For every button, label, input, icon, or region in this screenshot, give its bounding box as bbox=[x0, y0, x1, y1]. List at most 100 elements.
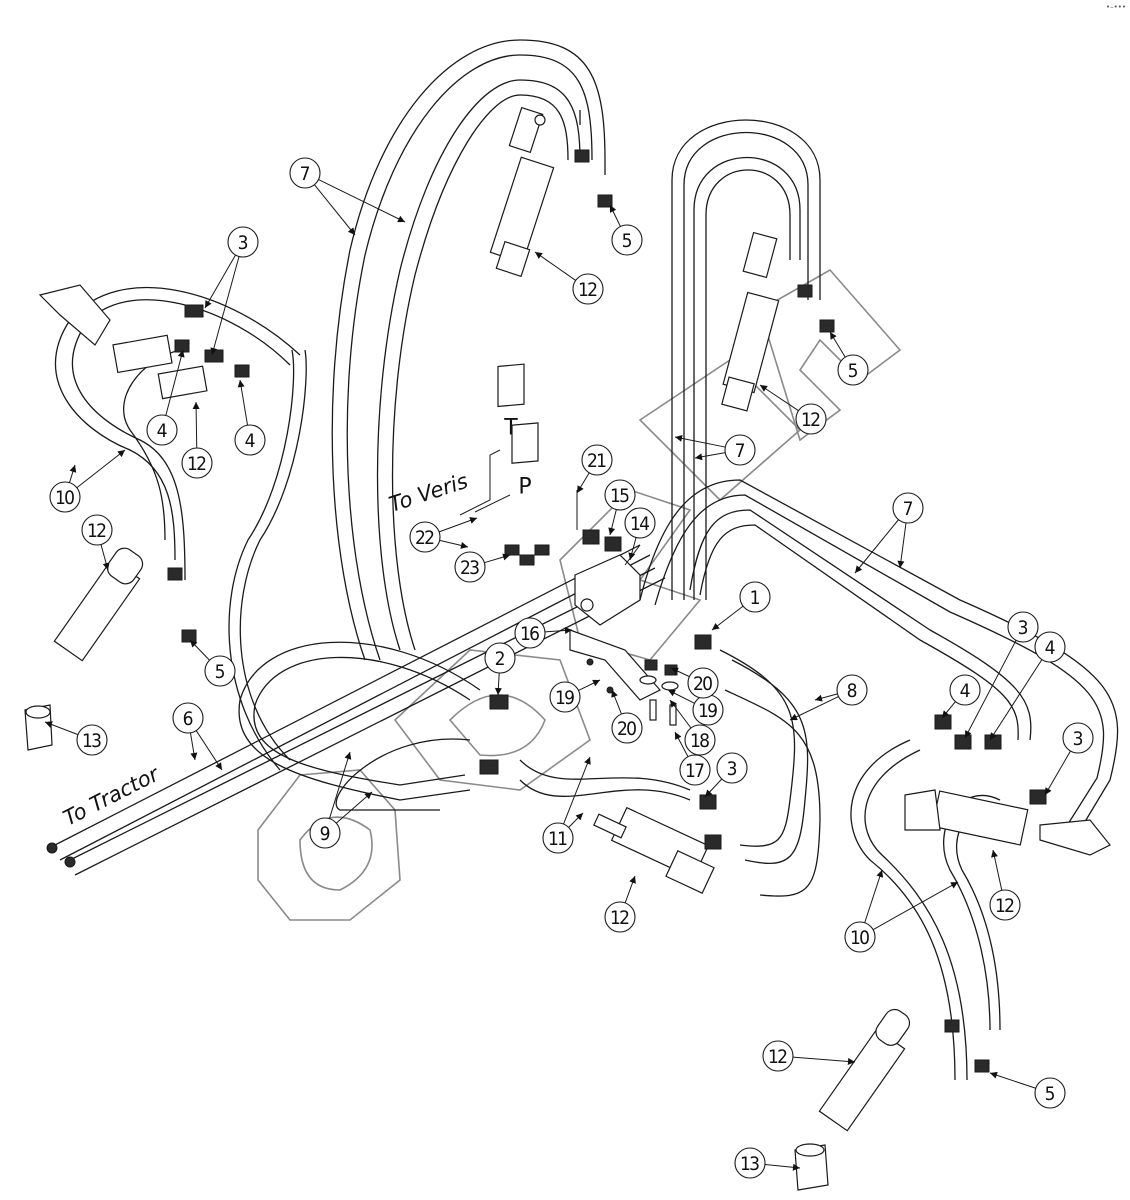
callout-circle bbox=[49, 481, 81, 513]
callout-circle bbox=[454, 551, 486, 583]
callout-number: 12 bbox=[768, 1046, 788, 1068]
callout-number: 3 bbox=[238, 232, 249, 254]
callout-number: 3 bbox=[727, 758, 738, 780]
leader-line bbox=[854, 519, 899, 574]
leader-line bbox=[711, 605, 744, 631]
leader-line bbox=[328, 751, 352, 819]
callout-number: 8 bbox=[847, 680, 858, 702]
callout-15: 15 bbox=[604, 479, 636, 511]
leader-line bbox=[192, 401, 200, 449]
leader-line bbox=[759, 384, 799, 412]
callout-number: 7 bbox=[903, 498, 914, 520]
callout-7: 7 bbox=[289, 157, 321, 189]
leader-line bbox=[568, 812, 584, 828]
callout-circle bbox=[572, 273, 604, 305]
callout-3: 3 bbox=[227, 226, 259, 258]
callout-number: 3 bbox=[1018, 617, 1029, 639]
leader-line bbox=[609, 204, 621, 227]
callout-6: 6 bbox=[172, 702, 204, 734]
leader-line bbox=[704, 778, 723, 798]
callout-circle bbox=[1034, 631, 1066, 663]
callout-3: 3 bbox=[716, 752, 748, 784]
leader-line bbox=[576, 472, 590, 494]
callout-1: 1 bbox=[739, 581, 771, 613]
callout-4: 4 bbox=[146, 414, 178, 446]
callout-number: 5 bbox=[215, 661, 226, 683]
callout-10: 10 bbox=[49, 481, 81, 513]
callout-4: 4 bbox=[234, 424, 266, 456]
callout-circle bbox=[624, 507, 656, 539]
callout-2: 2 bbox=[484, 642, 516, 674]
callout-22: 22 bbox=[409, 521, 441, 553]
callout-12: 12 bbox=[181, 447, 213, 479]
callout-number: 10 bbox=[55, 487, 75, 509]
leader-line bbox=[563, 756, 591, 825]
fittings bbox=[46, 149, 1047, 1073]
callout-number: 16 bbox=[520, 623, 540, 645]
leader-line bbox=[611, 689, 622, 715]
callout-number: 7 bbox=[735, 440, 746, 462]
callout-circle bbox=[581, 444, 613, 476]
leader-line bbox=[494, 672, 502, 696]
corner-mark: •–••• bbox=[1105, 3, 1126, 11]
callout-number: 10 bbox=[850, 927, 870, 949]
callout-circle bbox=[514, 617, 546, 649]
leader-line bbox=[335, 791, 373, 824]
callout-circle bbox=[739, 581, 771, 613]
leader-line bbox=[165, 349, 185, 416]
cylinder-center-bottom bbox=[593, 806, 715, 894]
leader-line bbox=[204, 254, 236, 309]
callout-number: 5 bbox=[848, 360, 859, 382]
callout-13: 13 bbox=[734, 1147, 766, 1179]
callout-circle bbox=[611, 224, 643, 256]
callout-12: 12 bbox=[795, 403, 827, 435]
leader-line bbox=[608, 509, 617, 536]
callout-circle bbox=[309, 817, 341, 849]
callout-8: 8 bbox=[836, 674, 868, 706]
leader-line bbox=[989, 659, 1043, 741]
callout-circle bbox=[679, 754, 711, 786]
callout-number: 13 bbox=[740, 1153, 760, 1175]
leaders bbox=[44, 179, 1071, 1171]
callout-circle bbox=[611, 712, 643, 744]
callout-13: 13 bbox=[76, 724, 108, 756]
leader-line bbox=[764, 1163, 801, 1171]
leader-line bbox=[789, 696, 839, 721]
callout-circle bbox=[234, 424, 266, 456]
leader-line bbox=[237, 379, 249, 426]
callout-18: 18 bbox=[684, 724, 716, 756]
to-tractor-label: To Tractor bbox=[59, 761, 164, 830]
leader-line bbox=[195, 730, 223, 771]
callout-circle bbox=[684, 724, 716, 756]
leader-line bbox=[669, 699, 692, 729]
callout-3: 3 bbox=[1062, 722, 1094, 754]
leader-line bbox=[872, 881, 959, 931]
callout-circle bbox=[604, 479, 636, 511]
callout-number: 19 bbox=[555, 687, 575, 709]
callout-circle bbox=[81, 514, 113, 546]
callout-number: 4 bbox=[157, 420, 168, 442]
leader-line bbox=[76, 449, 126, 489]
components bbox=[24, 106, 1111, 1191]
callout-number: 6 bbox=[183, 708, 194, 730]
callout-number: 3 bbox=[1073, 728, 1084, 750]
callout-5: 5 bbox=[204, 655, 236, 687]
callout-circle bbox=[1007, 611, 1039, 643]
cylinder-top-center bbox=[489, 106, 555, 278]
callout-circle bbox=[289, 157, 321, 189]
callout-number: 5 bbox=[622, 230, 633, 252]
callout-4: 4 bbox=[949, 674, 981, 706]
callout-number: 12 bbox=[610, 907, 630, 929]
callout-number: 12 bbox=[87, 520, 107, 542]
callout-number: 15 bbox=[610, 485, 630, 507]
cylinder-left-upper bbox=[38, 284, 208, 400]
leader-line bbox=[628, 537, 637, 561]
pressure-port-box bbox=[511, 422, 539, 464]
callout-circle bbox=[734, 1147, 766, 1179]
leader-line bbox=[189, 732, 198, 761]
callout-circle bbox=[409, 521, 441, 553]
leader-line bbox=[941, 701, 956, 719]
callout-11: 11 bbox=[542, 822, 574, 854]
callout-number: 18 bbox=[690, 730, 710, 752]
callout-12: 12 bbox=[604, 901, 636, 933]
